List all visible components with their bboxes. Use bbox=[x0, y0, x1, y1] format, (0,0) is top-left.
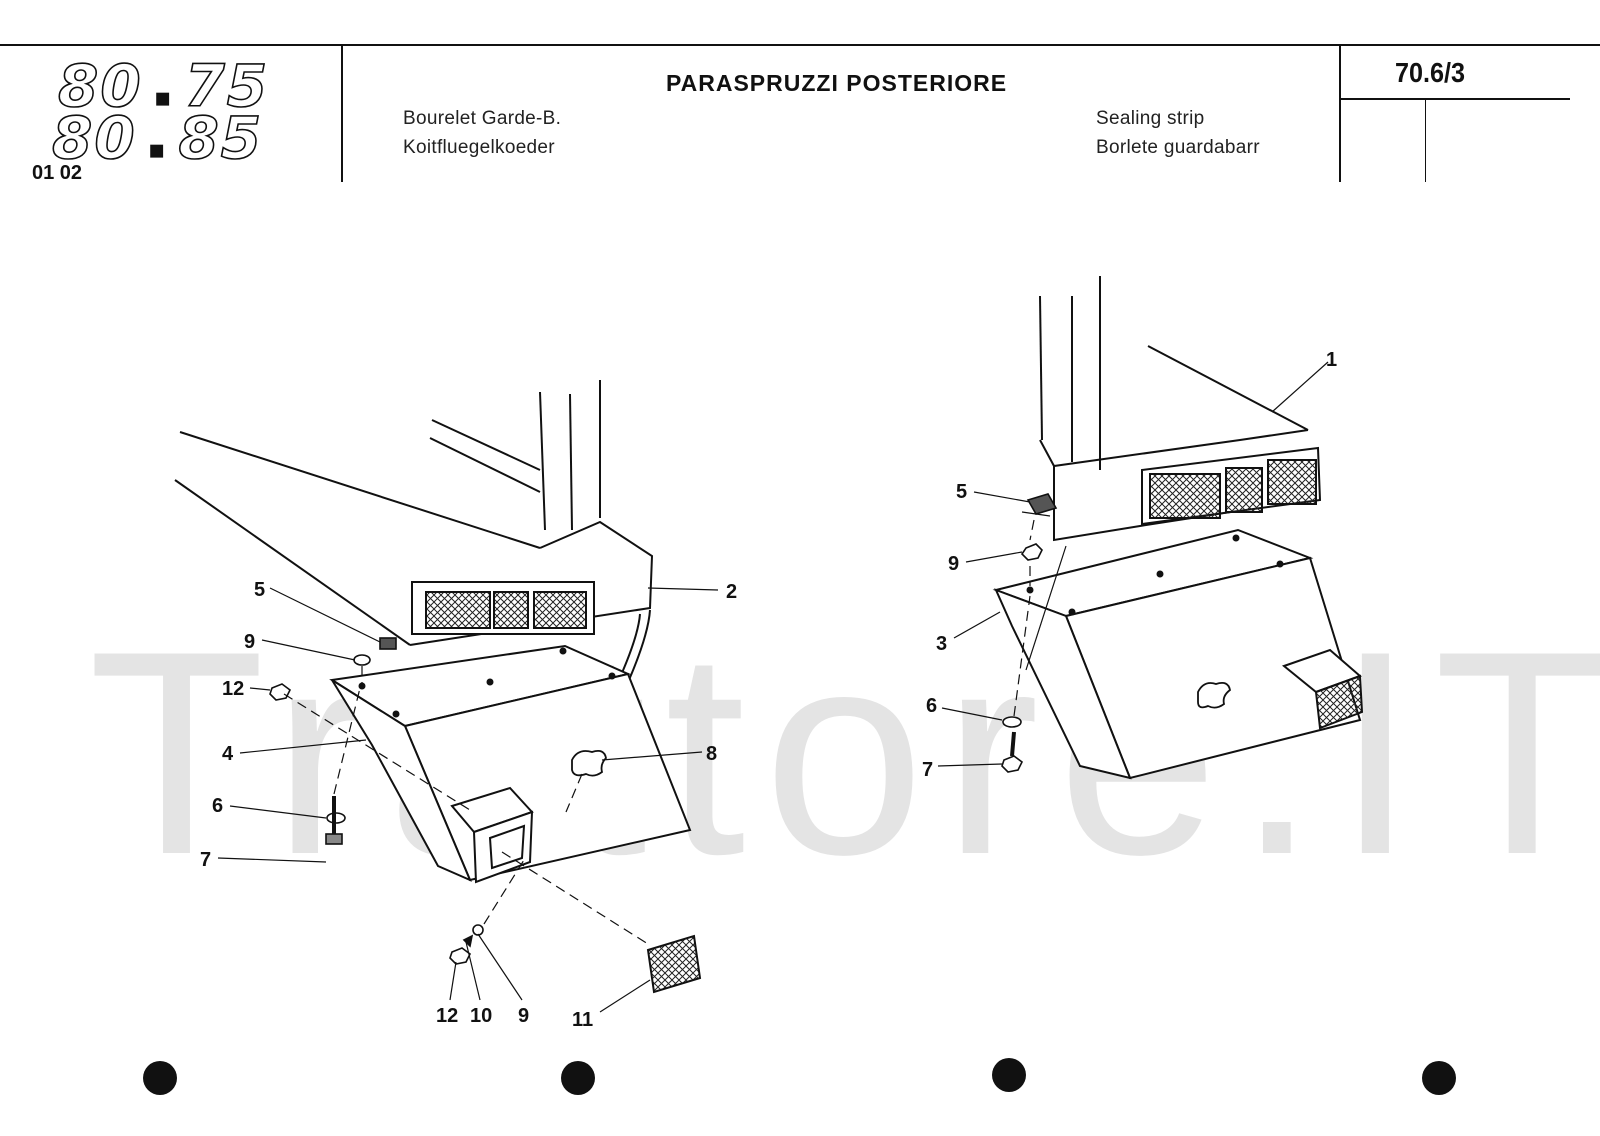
page-title: PARASPRUZZI POSTERIORE bbox=[666, 70, 1008, 96]
left-leader-lines bbox=[217, 587, 719, 1013]
page-number: 70.6/3 bbox=[1395, 57, 1466, 88]
callout-label: 11 bbox=[572, 1009, 593, 1031]
left-rear-light bbox=[411, 581, 595, 635]
callout-label: 8 bbox=[706, 743, 717, 765]
callout-label: 6 bbox=[212, 795, 223, 817]
left-reflector-11 bbox=[646, 934, 702, 994]
date-code: 01 02 bbox=[32, 162, 83, 184]
callout-label: 5 bbox=[254, 579, 265, 601]
translation-english: Sealing strip bbox=[1096, 108, 1205, 129]
model-logo-mark: ▪ bbox=[136, 135, 179, 165]
callout-label: 7 bbox=[200, 849, 211, 871]
model-top-variant: 75 bbox=[184, 51, 270, 121]
translation-spanish: Borlete guardabarr bbox=[1096, 137, 1260, 158]
right-callouts: 1 5 9 3 6 7 bbox=[922, 349, 1337, 781]
callout-label: 9 bbox=[518, 1005, 529, 1027]
model-bottom-series: 80 bbox=[51, 103, 137, 173]
right-reflector-housing bbox=[1281, 648, 1364, 730]
right-dash-lines bbox=[1013, 519, 1035, 717]
callout-label: 3 bbox=[936, 633, 947, 655]
right-mudflap bbox=[992, 528, 1362, 780]
binder-hole-2 bbox=[561, 1061, 595, 1095]
binder-hole-1 bbox=[143, 1061, 177, 1095]
callout-label: 2 bbox=[726, 581, 737, 603]
left-callouts: 5 9 12 4 6 7 2 8 12 10 9 11 bbox=[200, 579, 737, 1031]
page-number-rule bbox=[1339, 98, 1570, 100]
model-bottom-variant: 85 bbox=[178, 103, 264, 173]
left-emblem bbox=[571, 749, 607, 777]
model-logo-mark: ▪ bbox=[142, 83, 185, 113]
right-hardware bbox=[1001, 493, 1058, 773]
callout-label: 12 bbox=[222, 678, 244, 700]
binder-hole-4 bbox=[1422, 1061, 1456, 1095]
header-divider-right bbox=[1339, 44, 1341, 182]
callout-label: 6 bbox=[926, 695, 937, 717]
left-dash-lines bbox=[283, 666, 649, 945]
binder-hole-3 bbox=[992, 1058, 1026, 1092]
header-divider-left bbox=[341, 44, 343, 182]
callout-label: 9 bbox=[244, 631, 255, 653]
callout-label: 5 bbox=[956, 481, 967, 503]
right-rear-light bbox=[1141, 446, 1322, 526]
model-top-series: 80 bbox=[57, 51, 143, 121]
right-emblem bbox=[1197, 681, 1231, 709]
callout-label: 1 bbox=[1326, 349, 1337, 371]
callout-label: 10 bbox=[470, 1005, 492, 1027]
translation-french: Bourelet Garde-B. bbox=[403, 108, 562, 129]
callout-label: 4 bbox=[222, 743, 234, 765]
left-reflector-housing bbox=[450, 786, 534, 884]
translation-german: Koitfluegelkoeder bbox=[403, 137, 555, 158]
callout-label: 7 bbox=[922, 759, 933, 781]
callout-label: 12 bbox=[436, 1005, 458, 1027]
left-hardware bbox=[269, 637, 484, 965]
right-leader-lines bbox=[937, 361, 1329, 767]
header-top-rule bbox=[0, 44, 1600, 46]
page-number-tick bbox=[1425, 100, 1426, 182]
callout-label: 9 bbox=[948, 553, 959, 575]
